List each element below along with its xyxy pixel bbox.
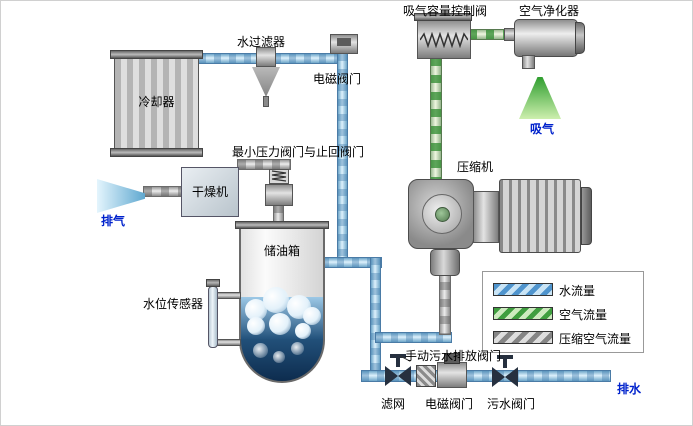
bubble — [273, 351, 285, 363]
sensor-stub-top — [217, 292, 241, 299]
drain-label: 排水 — [617, 382, 642, 396]
spring-icon — [271, 170, 287, 182]
cooler-top-cap — [110, 50, 203, 59]
manual-drain-valve-stem — [396, 357, 400, 367]
dryer-body — [181, 167, 239, 217]
bubble — [269, 313, 291, 335]
min-pressure-valve-label: 最小压力阀门与止回阀门 — [232, 145, 365, 159]
manual-drain-valve-handle — [390, 354, 406, 358]
sewage-valve-handle — [497, 355, 513, 359]
flow-legend: 水流量 空气流量 压缩空气流量 — [482, 271, 644, 353]
solenoid-valve-bottom-label: 电磁阀门 — [425, 397, 474, 411]
bubble — [253, 343, 268, 358]
exhaust-spray-icon — [97, 179, 145, 213]
intake-valve-label: 吸气容量控制阀 — [403, 4, 488, 18]
bubble — [303, 307, 321, 325]
strainer-label: 滤网 — [381, 397, 406, 411]
discharge-silencer — [430, 249, 460, 276]
purifier-intake-snout — [522, 55, 535, 69]
water-level-sensor-label: 水位传感器 — [143, 297, 204, 311]
intake-valve-cap — [414, 13, 472, 21]
intake-spray-icon — [519, 77, 561, 119]
air-purifier-end-cap — [575, 22, 585, 54]
water-filter-label: 水过滤器 — [237, 35, 286, 49]
solenoid-valve-bottom-body — [437, 362, 467, 388]
pipe-dryer-exhaust — [143, 186, 183, 197]
water-level-sensor-tube — [208, 286, 218, 348]
solenoid-valve-bottom-coil — [444, 353, 460, 364]
spring-icon — [420, 32, 468, 48]
manual-drain-valve-left-wedge — [385, 366, 398, 386]
legend-compressed-air-label: 压缩空气流量 — [559, 332, 632, 346]
solenoid-valve-top-coil — [337, 38, 351, 46]
dryer-label: 干燥机 — [191, 185, 228, 199]
cooler-label: 冷却器 — [138, 95, 175, 109]
intake-valve-body — [417, 20, 471, 59]
sewage-valve-stem — [503, 358, 507, 368]
bubble — [291, 342, 304, 355]
sensor-cap — [206, 279, 220, 287]
tank-top-cap — [235, 221, 329, 229]
sewage-valve-label: 污水阀门 — [487, 397, 536, 411]
bubble — [263, 287, 289, 313]
water-filter-fitting — [256, 47, 276, 67]
bubble — [245, 299, 267, 321]
sewage-valve-right-wedge — [505, 367, 518, 387]
water-filter-funnel-icon — [252, 67, 280, 97]
manual-drain-valve-label: 手动污水排放阀门 — [405, 349, 502, 363]
motor-body — [499, 179, 581, 253]
pipe-tank-riser — [370, 257, 381, 377]
airend-inlet-port — [435, 207, 450, 222]
air-purifier-body — [514, 19, 578, 57]
pipe-intake-to-compressor — [430, 57, 442, 181]
bubble — [247, 317, 265, 335]
intake-label: 吸气 — [530, 122, 555, 136]
pipe-dryer-to-valve — [237, 159, 291, 170]
legend-air-flow-label: 空气流量 — [559, 308, 608, 322]
compressor-label: 压缩机 — [457, 160, 494, 174]
bubble — [295, 323, 311, 339]
pipe-drain-line — [361, 370, 611, 382]
manual-drain-valve-right-wedge — [398, 366, 411, 386]
water-filter-stem — [263, 96, 269, 107]
solenoid-valve-top-label: 电磁阀门 — [313, 72, 362, 86]
motor-coupling-housing — [473, 191, 499, 243]
air-purifier-label: 空气净化器 — [519, 4, 580, 18]
min-pressure-valve-body — [265, 184, 293, 206]
tank-label: 储油箱 — [263, 244, 300, 258]
motor-end-cap — [581, 187, 592, 245]
cooler-bottom-cap — [110, 148, 203, 157]
legend-water-flow-swatch — [493, 283, 553, 296]
legend-compressed-air-swatch — [493, 331, 553, 344]
strainer-body — [416, 365, 436, 387]
legend-air-flow-swatch — [493, 307, 553, 320]
legend-water-flow-label: 水流量 — [559, 284, 596, 298]
sewage-valve-left-wedge — [492, 367, 505, 387]
pipe-to-compressor-bottom — [375, 332, 452, 343]
exhaust-label: 排气 — [101, 214, 126, 228]
sensor-stub-bottom — [217, 339, 241, 346]
min-pressure-valve-spring — [269, 169, 289, 184]
